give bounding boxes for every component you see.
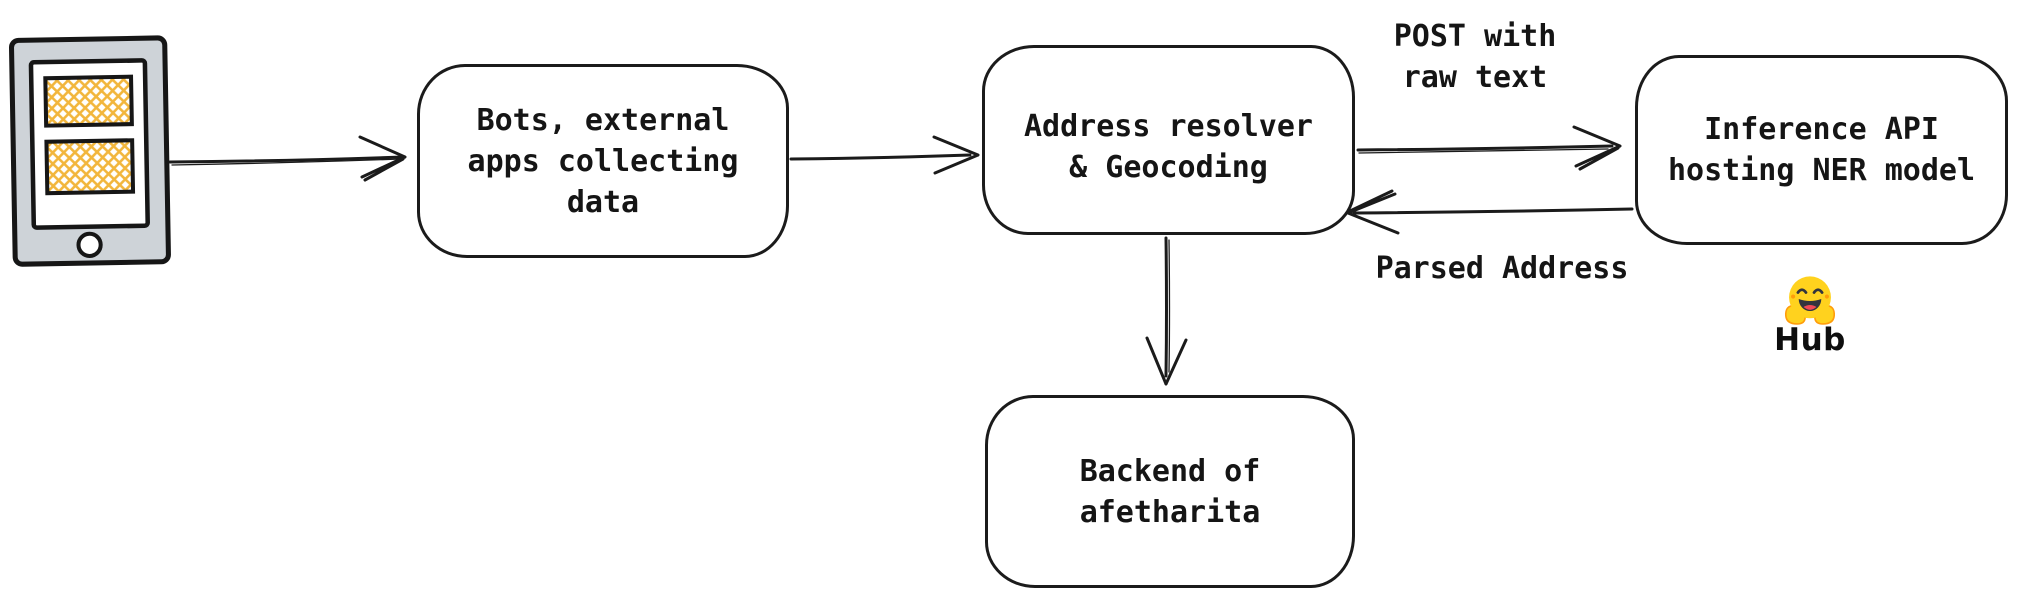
node-bots: Bots, external apps collecting data bbox=[417, 64, 789, 258]
huggingface-hub-badge: Hub bbox=[1762, 274, 1858, 358]
arrow-resolver-to-backend bbox=[1145, 236, 1188, 386]
screen-card-top bbox=[43, 74, 134, 128]
node-backend: Backend of afetharita bbox=[985, 395, 1355, 588]
home-button bbox=[76, 231, 103, 258]
node-address-resolver: Address resolver & Geocoding bbox=[982, 45, 1355, 235]
arrow-resolver-to-inference bbox=[1356, 125, 1622, 171]
node-inference-api-label: Inference API hosting NER model bbox=[1667, 112, 1976, 188]
mobile-device-icon bbox=[8, 35, 171, 267]
node-address-resolver-label: Address resolver & Geocoding bbox=[1024, 109, 1313, 185]
edge-label-post-raw-text: POST with raw text bbox=[1393, 19, 1557, 95]
hub-label: Hub bbox=[1774, 322, 1846, 358]
edge-label-parsed-address: Parsed Address bbox=[1375, 251, 1629, 286]
arrow-inference-to-resolver bbox=[1346, 189, 1634, 235]
node-bots-label: Bots, external apps collecting data bbox=[467, 102, 739, 220]
hugging-face-icon bbox=[1784, 276, 1836, 325]
node-inference-api: Inference API hosting NER model bbox=[1635, 55, 2008, 245]
screen-card-bottom bbox=[44, 138, 136, 196]
arrow-bots-to-resolver bbox=[789, 135, 980, 175]
arrow-phone-to-bots bbox=[168, 135, 407, 182]
node-backend-label: Backend of afetharita bbox=[1079, 453, 1261, 530]
